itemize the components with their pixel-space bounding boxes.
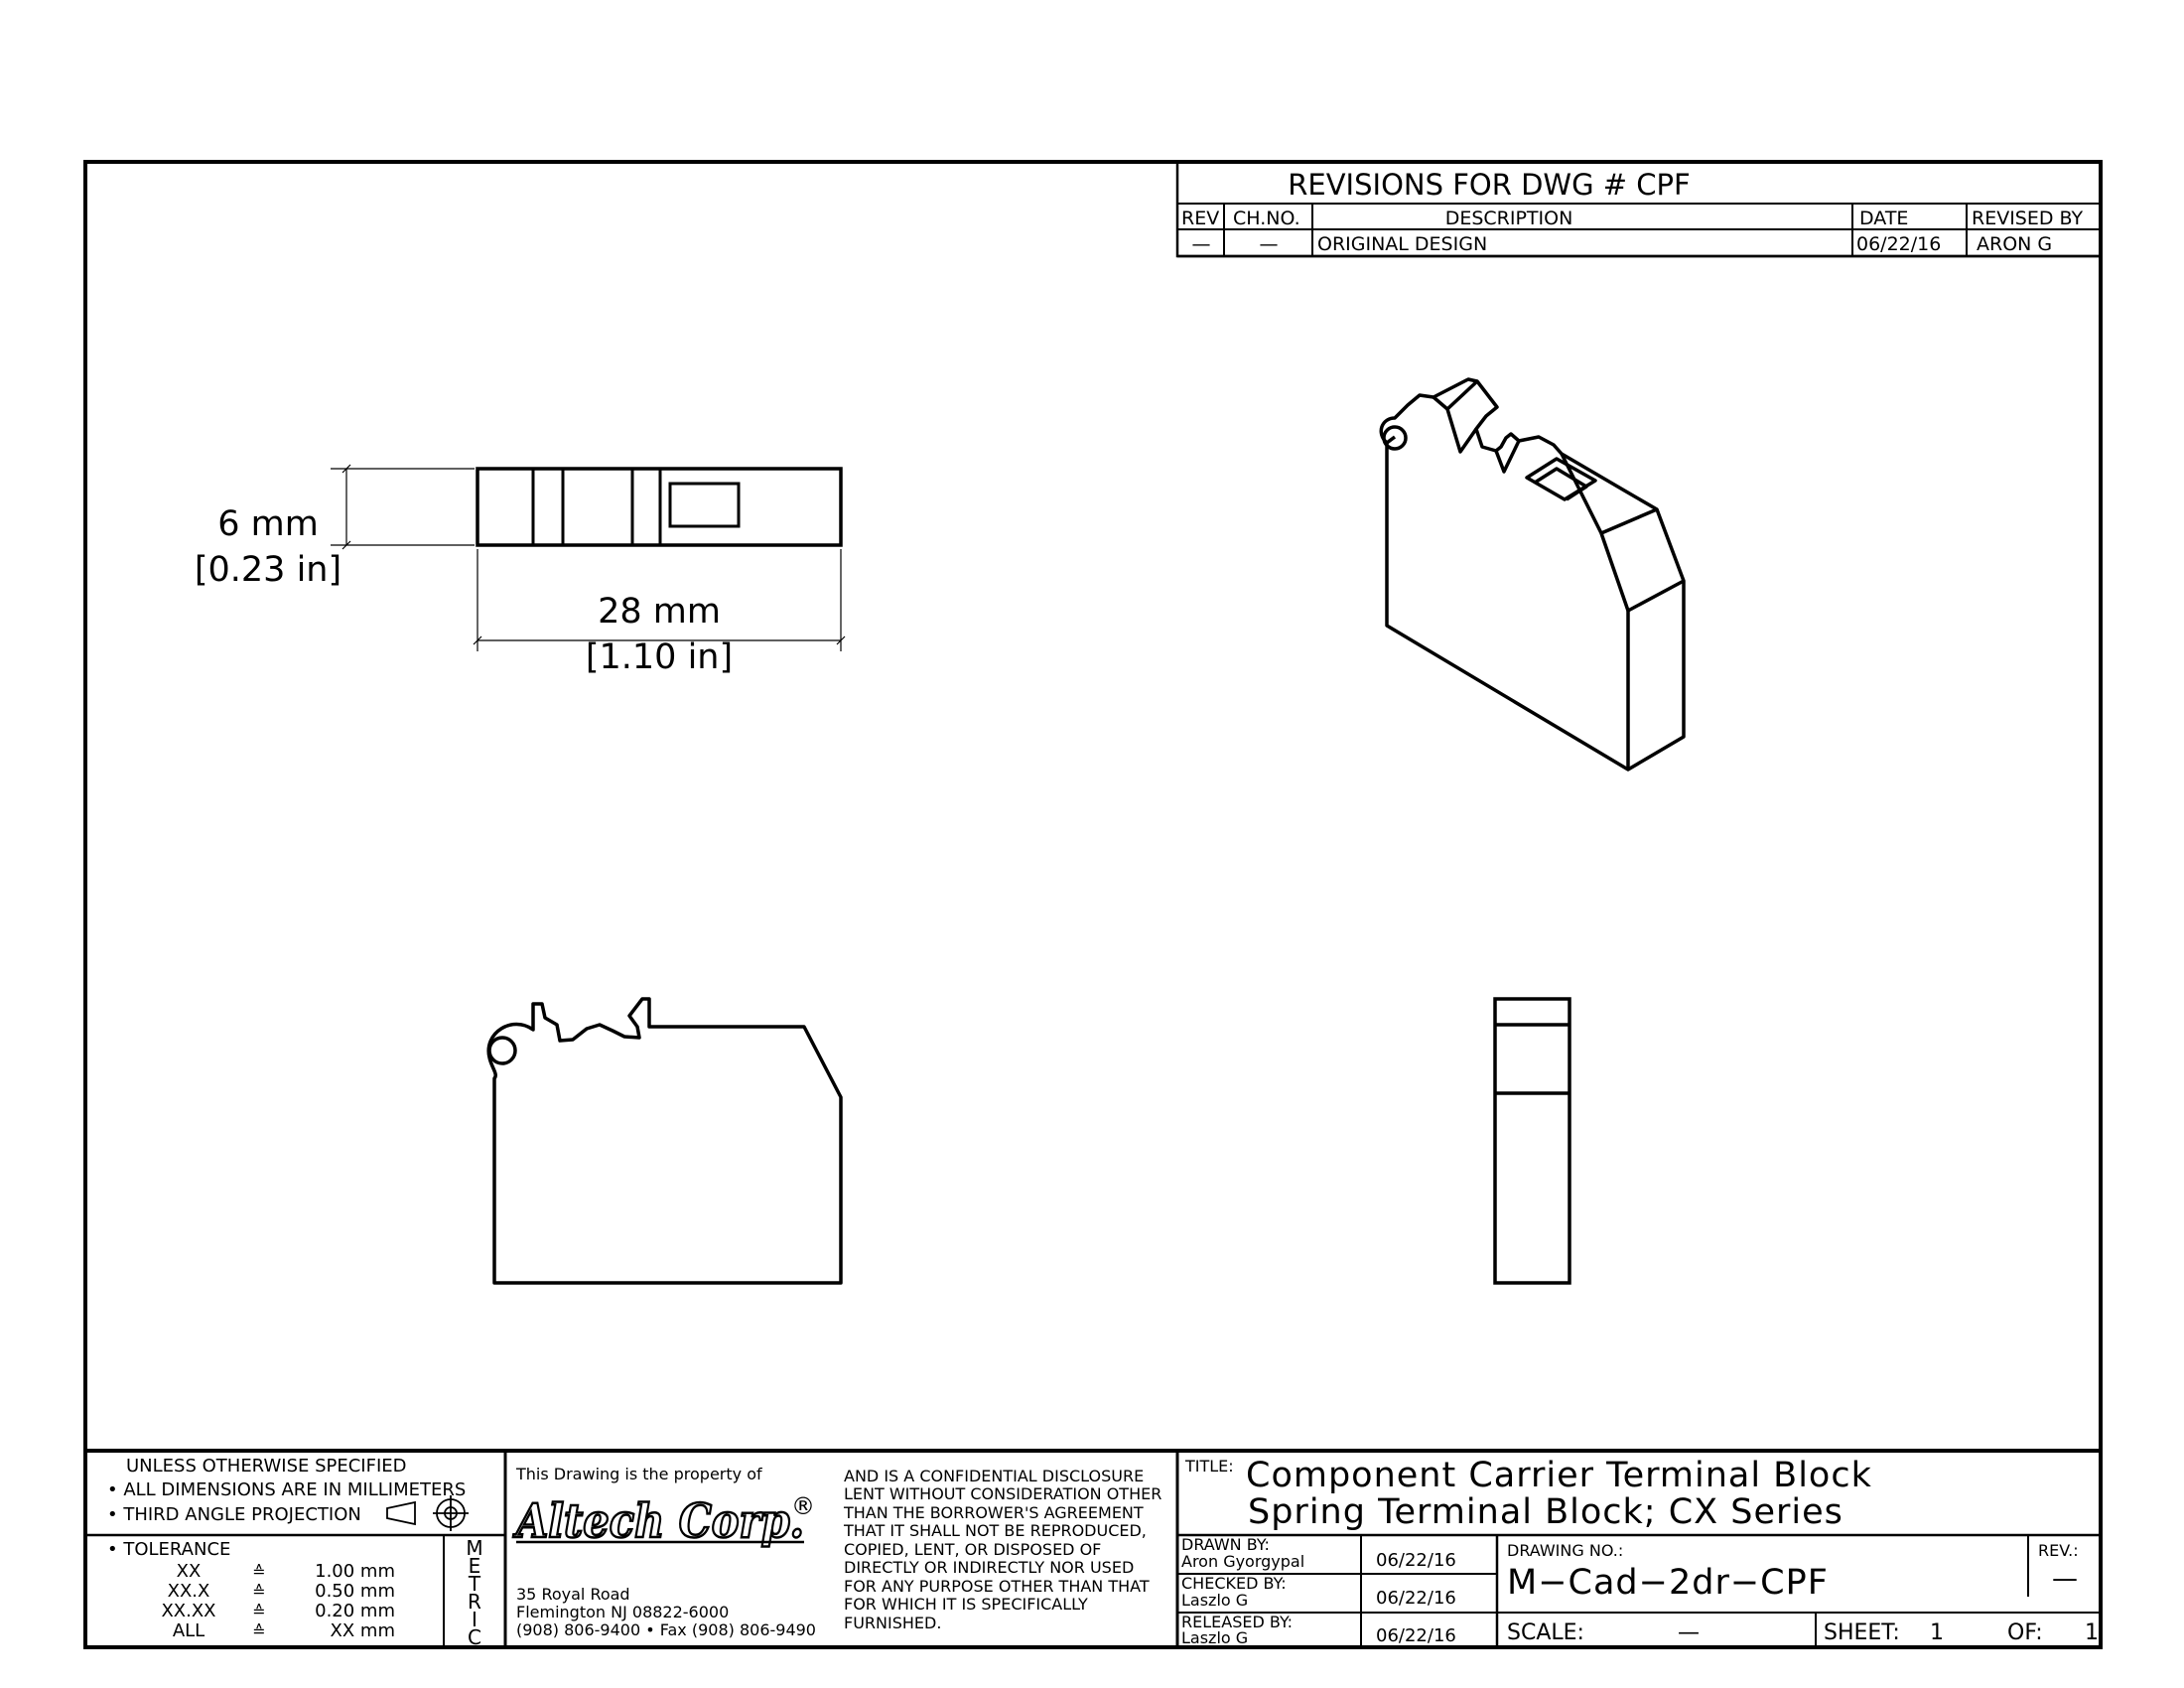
confidential-notice: AND IS A CONFIDENTIAL DISCLOSURE LENT WI…: [843, 1467, 1161, 1632]
ch-no-header: CH.NO.: [1233, 208, 1300, 229]
svg-text:M: M: [466, 1536, 482, 1560]
company-address-2: Flemington NJ 08822-6000: [516, 1603, 729, 1621]
drawing-no-label: DRAWING NO.:: [1507, 1541, 1623, 1560]
released-by-name: Laszlo G: [1181, 1628, 1248, 1647]
checked-by-name: Laszlo G: [1181, 1591, 1248, 1610]
property-text: This Drawing is the property of: [515, 1465, 762, 1483]
tolerance-value: 1.00 mm: [315, 1561, 395, 1582]
revision-row-revised-by: ARON G: [1977, 233, 2052, 255]
svg-text:C: C: [468, 1625, 481, 1649]
tolerance-symbol: ≙: [252, 1621, 265, 1640]
tolerance-label: • TOLERANCE: [107, 1539, 230, 1560]
company-logo-text: Altech Corp.: [512, 1494, 804, 1549]
date-header: DATE: [1859, 208, 1908, 229]
tolerance-value: 0.20 mm: [315, 1601, 395, 1621]
title-label: TITLE:: [1184, 1457, 1234, 1476]
drawn-by-name: Aron Gyorgypal: [1181, 1552, 1304, 1571]
rev-header: REV: [1181, 208, 1219, 229]
tolerance-key: ALL: [173, 1620, 205, 1641]
drawn-date: 06/22/16: [1376, 1550, 1456, 1571]
scale-value: —: [1678, 1620, 1700, 1645]
svg-text:FOR ANY PURPOSE OTHER THAN: FOR ANY PURPOSE OTHER THAN THAT: [844, 1577, 1150, 1596]
sheet-label: SHEET:: [1824, 1620, 1900, 1645]
svg-text:R: R: [468, 1590, 481, 1614]
drawing-title-line-1: Component Carrier Terminal Block: [1246, 1456, 1872, 1495]
revised-by-header: REVISED BY: [1972, 208, 2084, 229]
tolerance-symbol: ≙: [252, 1562, 265, 1581]
notes-line-1: • ALL DIMENSIONS ARE IN MILLIMETERS: [107, 1479, 466, 1500]
svg-text:DIRECTLY OR INDIRECTLY NOR: DIRECTLY OR INDIRECTLY NOR USED: [844, 1558, 1134, 1577]
projection-symbol: [386, 1495, 469, 1531]
svg-text:AND IS A CONFIDENTIAL DISC: AND IS A CONFIDENTIAL DISCLOSURE: [844, 1467, 1144, 1485]
scale-label: SCALE:: [1507, 1620, 1584, 1645]
tolerance-key: XX: [177, 1561, 202, 1582]
title-block: UNLESS OTHERWISE SPECIFIED • ALL DIMENSI…: [85, 1449, 2101, 1649]
checked-by-label: CHECKED BY:: [1181, 1574, 1287, 1593]
checked-date: 06/22/16: [1376, 1588, 1456, 1609]
tolerance-key: XX.XX: [161, 1601, 215, 1621]
tolerance-key: XX.X: [168, 1581, 210, 1602]
tolerance-value: XX mm: [331, 1620, 395, 1641]
registered-mark: ®: [791, 1492, 815, 1520]
svg-text:T: T: [468, 1572, 481, 1596]
revisions-table: REVISIONS FOR DWG # CPF REV CH.NO. DESCR…: [1175, 160, 2103, 258]
svg-text:I: I: [472, 1608, 478, 1631]
height-dimension: 6 mm [0.23 in]: [195, 464, 475, 590]
height-dimension-in: [0.23 in]: [195, 550, 341, 590]
tolerance-value: 0.50 mm: [315, 1581, 395, 1602]
sheet-value: 1: [1930, 1620, 1944, 1645]
drawing-title-line-2: Spring Terminal Block; CX Series: [1248, 1492, 1843, 1532]
width-dimension-in: [1.10 in]: [586, 637, 733, 677]
svg-text:E: E: [469, 1554, 481, 1578]
of-value: 1: [2085, 1620, 2099, 1645]
rev-value: —: [2052, 1564, 2078, 1594]
svg-text:THAT IT SHALL NOT BE REPR: THAT IT SHALL NOT BE REPRODUCED,: [843, 1521, 1147, 1540]
company-phone: (908) 806-9400 • Fax (908) 806-9490: [516, 1620, 816, 1639]
height-dimension-mm: 6 mm: [217, 504, 319, 544]
revisions-title: REVISIONS FOR DWG # CPF: [1288, 168, 1690, 202]
rev-label: REV.:: [2038, 1541, 2079, 1560]
top-view: [476, 467, 843, 547]
width-dimension: 28 mm [1.10 in]: [473, 549, 846, 677]
metric-label: M E T R I C: [466, 1536, 482, 1649]
company-address-1: 35 Royal Road: [516, 1585, 630, 1604]
svg-text:LENT WITHOUT CONSIDERATION: LENT WITHOUT CONSIDERATION OTHER: [844, 1484, 1161, 1503]
of-label: OF:: [2007, 1620, 2043, 1645]
svg-text:THAN THE BORROWER'S AGREEME: THAN THE BORROWER'S AGREEMENT: [843, 1503, 1144, 1522]
width-dimension-mm: 28 mm: [598, 592, 721, 632]
side-view: [1493, 997, 1571, 1285]
svg-text:FOR WHICH IT IS SPECIFICAL: FOR WHICH IT IS SPECIFICALLY: [844, 1595, 1088, 1614]
released-by-label: RELEASED BY:: [1181, 1613, 1293, 1631]
revision-row-description: ORIGINAL DESIGN: [1317, 233, 1487, 255]
notes-line-2: • THIRD ANGLE PROJECTION: [107, 1504, 361, 1525]
sheet-border: [83, 160, 2103, 1649]
drawing-number: M−Cad−2dr−CPF: [1507, 1563, 1829, 1603]
isometric-view: [1379, 377, 1686, 772]
front-view: [486, 997, 843, 1285]
svg-text:FURNISHED.: FURNISHED.: [844, 1614, 941, 1632]
revision-row-rev: —: [1192, 233, 1211, 255]
tolerance-table: XX ≙ 1.00 mm XX.X ≙ 0.50 mm XX.XX ≙ 0.20…: [161, 1561, 395, 1641]
tolerance-symbol: ≙: [252, 1582, 265, 1601]
released-date: 06/22/16: [1376, 1625, 1456, 1646]
revision-row-ch-no: —: [1260, 233, 1279, 255]
drawn-by-label: DRAWN BY:: [1181, 1535, 1270, 1554]
description-header: DESCRIPTION: [1445, 208, 1573, 229]
tolerance-symbol: ≙: [252, 1602, 265, 1620]
notes-heading: UNLESS OTHERWISE SPECIFIED: [126, 1456, 407, 1477]
company-logo: Altech Corp. ®: [511, 1492, 815, 1550]
revision-row-date: 06/22/16: [1856, 233, 1941, 255]
svg-text:COPIED, LENT, OR DISPOSED: COPIED, LENT, OR DISPOSED OF: [844, 1540, 1101, 1559]
